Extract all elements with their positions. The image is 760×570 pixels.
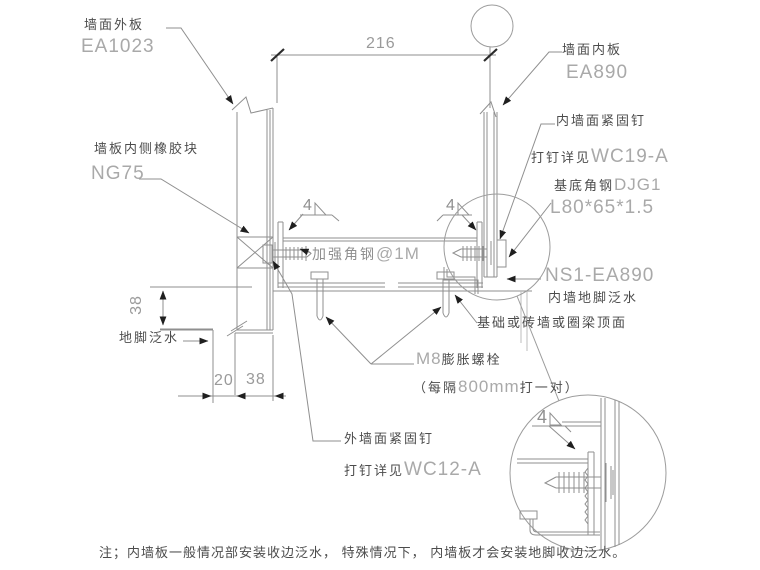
leader-rubber-block (139, 178, 250, 234)
foot-flashing-profile (226, 320, 248, 337)
label-base-angle: 基底角钢DJG1 (554, 176, 661, 194)
dim-216-text: 216 (366, 35, 396, 52)
leader-inner-screw (499, 123, 555, 240)
clamp-washer (496, 239, 507, 268)
label-anchor-bolt-note: （每隔800mm打一对） (413, 378, 580, 396)
label-inner-screw-detail: 打钉详见WC19-A (531, 147, 669, 166)
label-rubber-block-code: NG75 (91, 163, 145, 184)
label-anchor-bolt-note-close: 打一对） (519, 380, 580, 395)
weld-symbol-left (288, 201, 340, 231)
label-outer-screw-detail-prefix: 打钉详见 (344, 463, 405, 478)
label-outer-panel-code: EA1023 (81, 36, 155, 57)
drawing-note: 注；内墙板一般情况部安装收边泛水， 特殊情况下， 内墙板才会安装地脚收边泛水。 (99, 545, 627, 560)
leader-base-angle (508, 202, 552, 258)
zoom-detail-circle (509, 394, 667, 552)
label-base-angle-name: 基底角钢 (554, 178, 615, 193)
anchor-bolt-2 (436, 271, 455, 318)
panel-break-symbol (231, 96, 274, 114)
label-anchor-bolt-code: M8 (416, 349, 442, 368)
label-inner-screw-name: 内墙面紧固钉 (556, 113, 647, 128)
dimension-20-38 (178, 335, 286, 401)
weld-size-left: 4 (303, 197, 312, 214)
label-inner-panel-code: EA890 (566, 62, 629, 83)
label-foot-flashing: 地脚泛水 (119, 330, 180, 345)
label-reinforce-angle-name: 加强角钢 (312, 246, 376, 262)
detail-bubble-circle (470, 4, 514, 48)
label-ns1-code: NS1-EA890 (545, 265, 655, 286)
label-inner-screw-detail-prefix: 打钉详见 (531, 150, 592, 165)
label-reinforce-angle: 加强角钢@1M (312, 245, 420, 263)
enlarged-detail (517, 398, 620, 550)
label-rubber-block-name: 墙板内侧橡胶块 (94, 141, 200, 156)
leader-reinforce-angle (299, 248, 312, 256)
zoom-connector-line (516, 295, 560, 402)
leader-anchor-bolts (325, 306, 442, 365)
dimension-38-vertical (150, 286, 252, 330)
label-outer-panel-name: 墙面外板 (84, 17, 145, 32)
dimension-216 (270, 47, 498, 108)
label-outer-screw-detail-code: WC12-A (404, 459, 482, 480)
zoom-source-circle (443, 193, 551, 301)
foundation-section (160, 290, 532, 403)
label-anchor-bolt-name: 膨胀螺栓 (441, 352, 502, 367)
dim-38-bottom-text: 38 (246, 371, 266, 388)
label-inner-screw-detail-code: WC19-A (591, 146, 669, 167)
leader-outer-screw (272, 260, 341, 442)
label-ns1-name: 内墙地脚泛水 (548, 290, 639, 305)
label-anchor-bolt-note-open: （每隔 (413, 380, 459, 395)
label-anchor-bolt: M8膨胀螺栓 (416, 350, 502, 368)
label-reinforce-angle-code: @1M (376, 244, 420, 263)
label-inner-panel-name: 墙面内板 (562, 42, 623, 57)
label-anchor-bolt-note-mid: 800mm (458, 377, 520, 396)
label-outer-screw-name: 外墙面紧固钉 (344, 431, 435, 446)
weld-size-right: 4 (446, 197, 455, 214)
weld-size-detail: 4 (537, 407, 548, 427)
anchor-bolt-1 (310, 271, 329, 321)
label-base-surface: 基础或砖墙或圈梁顶面 (477, 315, 628, 330)
inner-foot-flashing (443, 267, 479, 294)
weld-symbol-right (436, 201, 477, 231)
label-base-angle-code: DJG1 (614, 175, 662, 194)
dim-20-text: 20 (214, 372, 234, 389)
dim-38-vertical-text: 38 (128, 295, 145, 315)
outer-wall-panel (231, 96, 274, 331)
inner-fastening-screw (451, 239, 507, 268)
leader-inner-panel (502, 51, 562, 106)
leader-outer-panel (166, 27, 234, 105)
weld-symbol-detail (532, 411, 576, 450)
panel-break-symbol (479, 101, 497, 118)
label-base-angle-spec: L80*65*1.5 (550, 197, 655, 218)
leader-base-surface (454, 294, 478, 324)
label-outer-screw-detail: 打钉详见WC12-A (344, 460, 482, 479)
